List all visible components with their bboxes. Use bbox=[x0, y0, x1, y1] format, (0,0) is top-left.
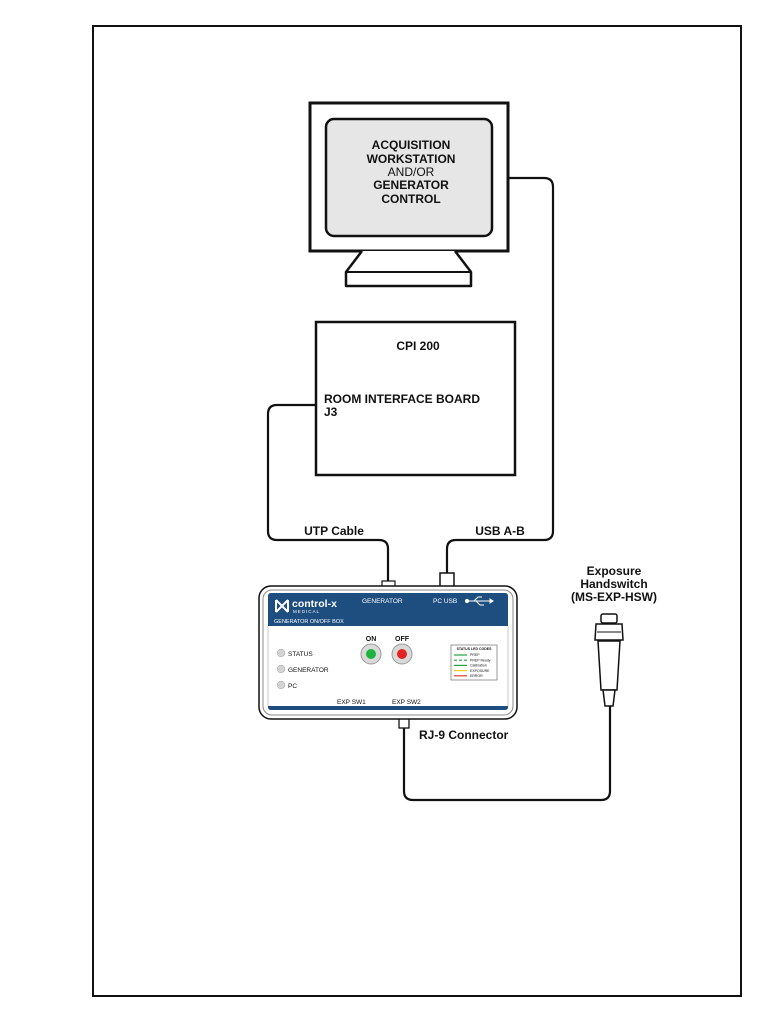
legend-box bbox=[450, 644, 498, 681]
rj9-cable bbox=[402, 706, 612, 802]
legend-label: Calibration bbox=[470, 664, 487, 668]
utp-cable bbox=[266, 403, 390, 582]
handswitch-grip bbox=[597, 640, 621, 691]
handswitch-line-2: Handswitch bbox=[580, 577, 647, 591]
on-button-label: ON bbox=[366, 636, 377, 643]
legend-title: STATUS LED CODES bbox=[457, 647, 493, 651]
box-header-bar bbox=[268, 593, 508, 626]
cpi-200-outline bbox=[314, 320, 517, 477]
cpi-title: CPI 200 bbox=[396, 339, 440, 353]
monitor-line-3: AND/OR bbox=[388, 165, 435, 179]
monitor-line-4: GENERATOR bbox=[373, 178, 449, 192]
brand-subname: MEDICAL bbox=[293, 609, 320, 614]
monitor-line-1: ACQUISITION bbox=[372, 138, 451, 152]
monitor: ACQUISITION WORKSTATION AND/OR GENERATOR… bbox=[308, 101, 510, 288]
exposure-handswitch: Exposure Handswitch (MS-EXP-HSW) bbox=[571, 564, 657, 707]
cpi-200-box: CPI 200 ROOM INTERFACE BOARD J3 bbox=[314, 320, 517, 477]
usb-cable-label: USB A-B bbox=[475, 524, 525, 538]
box-subtitle: GENERATOR ON/OFF BOX bbox=[274, 619, 344, 625]
off-button-label: OFF bbox=[395, 636, 410, 643]
status-led-label: STATUS bbox=[288, 651, 313, 658]
exp-sw1-label: EXP SW1 bbox=[337, 699, 366, 706]
box-footer-bar bbox=[268, 706, 508, 710]
monitor-screen bbox=[324, 117, 494, 238]
pc-usb-port-label: PC USB bbox=[433, 598, 457, 605]
status-led bbox=[276, 648, 286, 658]
monitor-line-2: WORKSTATION bbox=[367, 152, 456, 166]
on-button-indicator bbox=[366, 649, 376, 659]
generator-onoff-box: control-x MEDICAL GENERATOR PC USB GENER… bbox=[258, 585, 518, 720]
cpi-line-1: ROOM INTERFACE BOARD bbox=[324, 392, 480, 406]
legend-label: PREP bbox=[470, 653, 480, 657]
generator-led-label: GENERATOR bbox=[288, 667, 329, 674]
handswitch-strain-relief bbox=[602, 689, 616, 707]
usb-connector-plug bbox=[439, 572, 455, 588]
usb-cable bbox=[445, 176, 555, 576]
control-x-logo-icon bbox=[275, 599, 289, 613]
legend-label: EXPOSURE bbox=[470, 669, 490, 673]
brand-name: control-x bbox=[292, 598, 337, 610]
generator-led bbox=[276, 664, 286, 674]
handswitch-line-3: (MS-EXP-HSW) bbox=[571, 590, 657, 604]
legend-label: ERROR bbox=[470, 674, 483, 678]
pc-led-label: PC bbox=[288, 683, 297, 690]
monitor-line-5: CONTROL bbox=[381, 192, 440, 206]
off-button-indicator bbox=[397, 649, 407, 659]
handswitch-line-1: Exposure bbox=[587, 564, 642, 578]
monitor-stand bbox=[344, 250, 473, 288]
utp-cable-label: UTP Cable bbox=[304, 524, 364, 538]
rj9-connector-label: RJ-9 Connector bbox=[419, 728, 509, 742]
exp-sw2-label: EXP SW2 bbox=[392, 699, 421, 706]
pc-led bbox=[276, 680, 286, 690]
cpi-line-2: J3 bbox=[324, 405, 338, 419]
usb-symbol-icon bbox=[464, 596, 494, 606]
legend-label: PREP Ready bbox=[470, 658, 491, 662]
generator-port-label: GENERATOR bbox=[362, 598, 403, 605]
handswitch-button bbox=[600, 613, 618, 624]
